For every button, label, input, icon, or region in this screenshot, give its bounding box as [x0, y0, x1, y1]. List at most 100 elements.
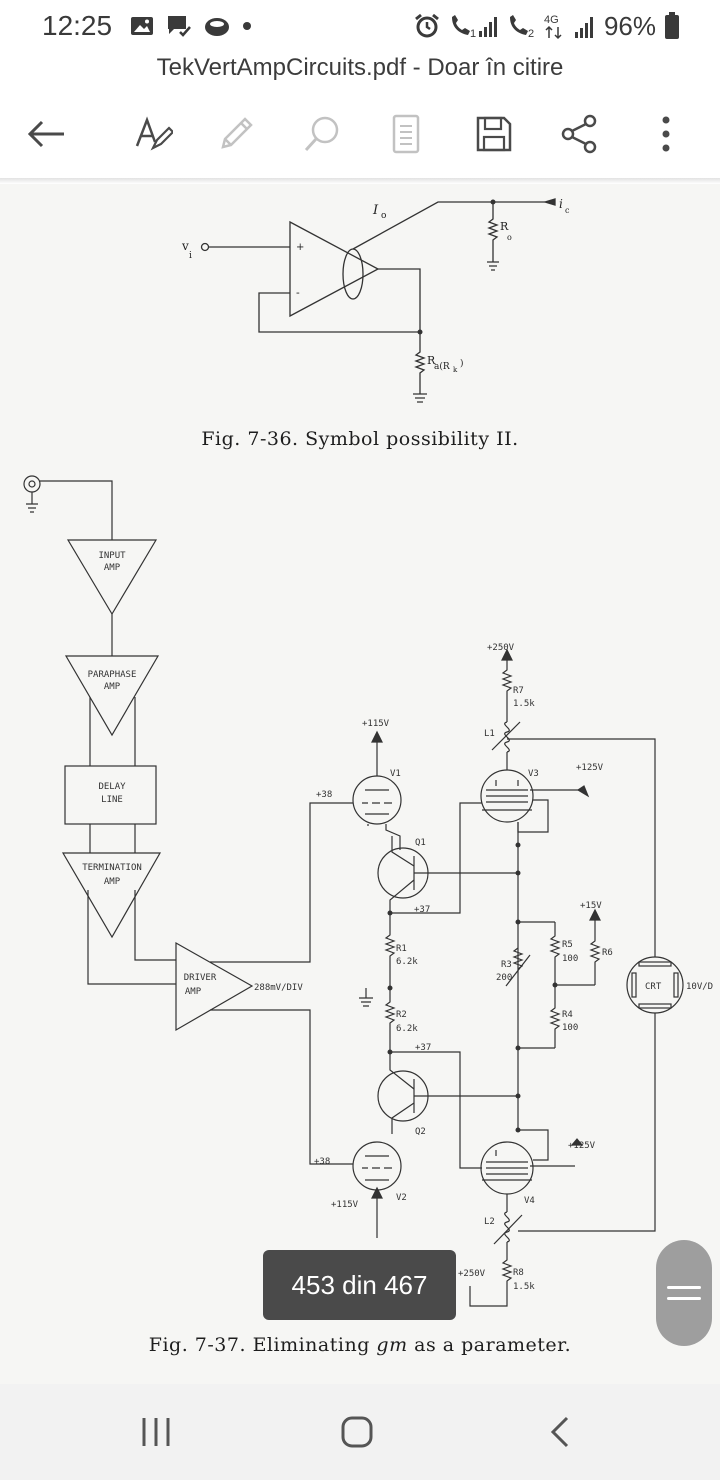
driver-amp-label: DRIVER [184, 973, 217, 983]
caption-suffix: as a parameter. [407, 1334, 572, 1356]
r7-label: R7 [513, 686, 524, 696]
dot-icon [243, 22, 252, 30]
io-sub-label: o [381, 211, 386, 221]
recent-apps-icon [142, 1418, 170, 1446]
v4-label: V4 [524, 1196, 535, 1206]
toolbar-shadow [0, 178, 720, 184]
back-button[interactable] [18, 108, 74, 160]
document-lines-icon [392, 114, 420, 154]
r8-label: R8 [513, 1268, 524, 1278]
paraphase-amp-label: PARAPHASE [88, 670, 137, 680]
plus38-top-label: +38 [316, 790, 332, 800]
r2-label: R2 [396, 1010, 407, 1020]
ra-rest-label: a(R [434, 361, 450, 372]
network-label: 4G [544, 14, 559, 26]
r4-value: 100 [562, 1023, 578, 1033]
scroll-handle[interactable] [656, 1240, 712, 1346]
status-time: 12:25 [42, 10, 113, 41]
l1-label: L1 [484, 729, 495, 739]
share-icon [561, 114, 597, 154]
cloud-app-icon [205, 18, 230, 36]
home-button[interactable] [327, 1406, 387, 1458]
r8-value: 1.5k [513, 1282, 535, 1292]
input-amp-label-2: AMP [104, 563, 121, 573]
reading-mode-button[interactable] [378, 108, 434, 160]
more-vertical-icon [662, 116, 670, 152]
document-title: TekVertAmpCircuits.pdf - Doar în citire [156, 54, 564, 81]
text-edit-button[interactable] [125, 108, 181, 160]
back-chevron-icon [550, 1416, 569, 1448]
recent-apps-button[interactable] [126, 1406, 186, 1458]
plus37-top-label: +37 [414, 905, 430, 915]
ra-k-label: k [453, 366, 458, 374]
pdf-page[interactable]: + - I o v i R o R a(R k ) i c Fig. 7-36.… [0, 184, 720, 1384]
r1-label: R1 [396, 944, 407, 954]
plus250-top-label: +250V [487, 643, 515, 653]
figure-7-37-caption: Fig. 7-37. Eliminating gm as a parameter… [0, 1334, 720, 1356]
r3-value: 200 [496, 973, 512, 983]
network-4g-icon: 4G [544, 14, 593, 40]
more-options-button[interactable] [638, 108, 694, 160]
l2-label: L2 [484, 1217, 495, 1227]
driver-output-label: 288mV/DIV [254, 983, 303, 993]
plus115-top-label: +115V [362, 719, 390, 729]
v2-label: V2 [396, 1193, 407, 1203]
text-pen-icon [135, 116, 173, 151]
status-right: 1 2 4G 96% [414, 11, 680, 42]
input-amp-label: INPUT [98, 551, 126, 561]
r5-value: 100 [562, 954, 578, 964]
plus115-bottom-label: +115V [331, 1200, 359, 1210]
v1-label: V1 [390, 769, 401, 779]
figure-7-37-schematic: INPUT AMP PARAPHASE AMP DELAY LINE TERMI… [23, 475, 713, 1307]
crt-label: CRT [645, 982, 662, 992]
plus37-bottom-label: +37 [415, 1043, 431, 1053]
r1-value: 6.2k [396, 957, 418, 967]
search-button[interactable] [294, 108, 350, 160]
r3-label: R3 [501, 960, 512, 970]
save-button[interactable] [466, 108, 522, 160]
termination-amp-label-2: AMP [104, 877, 121, 887]
ic-sub-label: c [565, 206, 570, 215]
toolbar [0, 100, 720, 168]
ic-label: i [559, 197, 563, 211]
driver-amp-label-2: AMP [185, 987, 202, 997]
q2-label: Q2 [415, 1127, 426, 1137]
back-arrow-icon [27, 120, 64, 148]
sim2-label: 2 [528, 28, 534, 39]
draw-button[interactable] [208, 108, 264, 160]
paraphase-amp-label-2: AMP [104, 682, 121, 692]
call-signal-1-icon: 1 [451, 15, 497, 39]
gallery-icon [131, 17, 154, 35]
navigation-bar [0, 1384, 720, 1480]
figure-7-36-caption: Fig. 7-36. Symbol possibility II. [201, 428, 519, 450]
io-label: I [372, 203, 379, 218]
pencil-icon [221, 117, 253, 149]
r6-label: R6 [602, 948, 613, 958]
search-icon [304, 116, 339, 152]
save-icon [476, 116, 512, 152]
ra-label: R [427, 354, 436, 367]
caption-prefix: Fig. 7-37. Eliminating [148, 1334, 377, 1356]
r5-label: R5 [562, 940, 573, 950]
q1-label: Q1 [415, 838, 426, 848]
r2-value: 6.2k [396, 1024, 418, 1034]
sim1-label: 1 [470, 28, 476, 39]
notification-icons [130, 14, 252, 38]
r4-label: R4 [562, 1010, 573, 1020]
termination-amp-label: TERMINATION [82, 863, 142, 873]
crt-output-label: 10V/D [686, 982, 713, 992]
figure-7-36-schematic: + - I o v i R o R a(R k ) i c [181, 197, 570, 403]
v3-label: V3 [528, 769, 539, 779]
vi-label: v [181, 239, 189, 253]
delay-line-label: DELAY [98, 782, 126, 792]
battery-percent: 96% [603, 10, 656, 41]
back-nav-button[interactable] [529, 1406, 589, 1458]
plus125-bottom-label: +125V [568, 1141, 596, 1151]
ro-label: R [500, 220, 509, 233]
message-check-icon [168, 16, 192, 37]
ra-close-label: ) [460, 358, 464, 369]
minus-label: - [296, 286, 300, 299]
share-button[interactable] [551, 108, 607, 160]
status-bar: 12:25 1 2 4G 96% [0, 0, 720, 52]
page-counter: 453 din 467 [263, 1250, 456, 1320]
